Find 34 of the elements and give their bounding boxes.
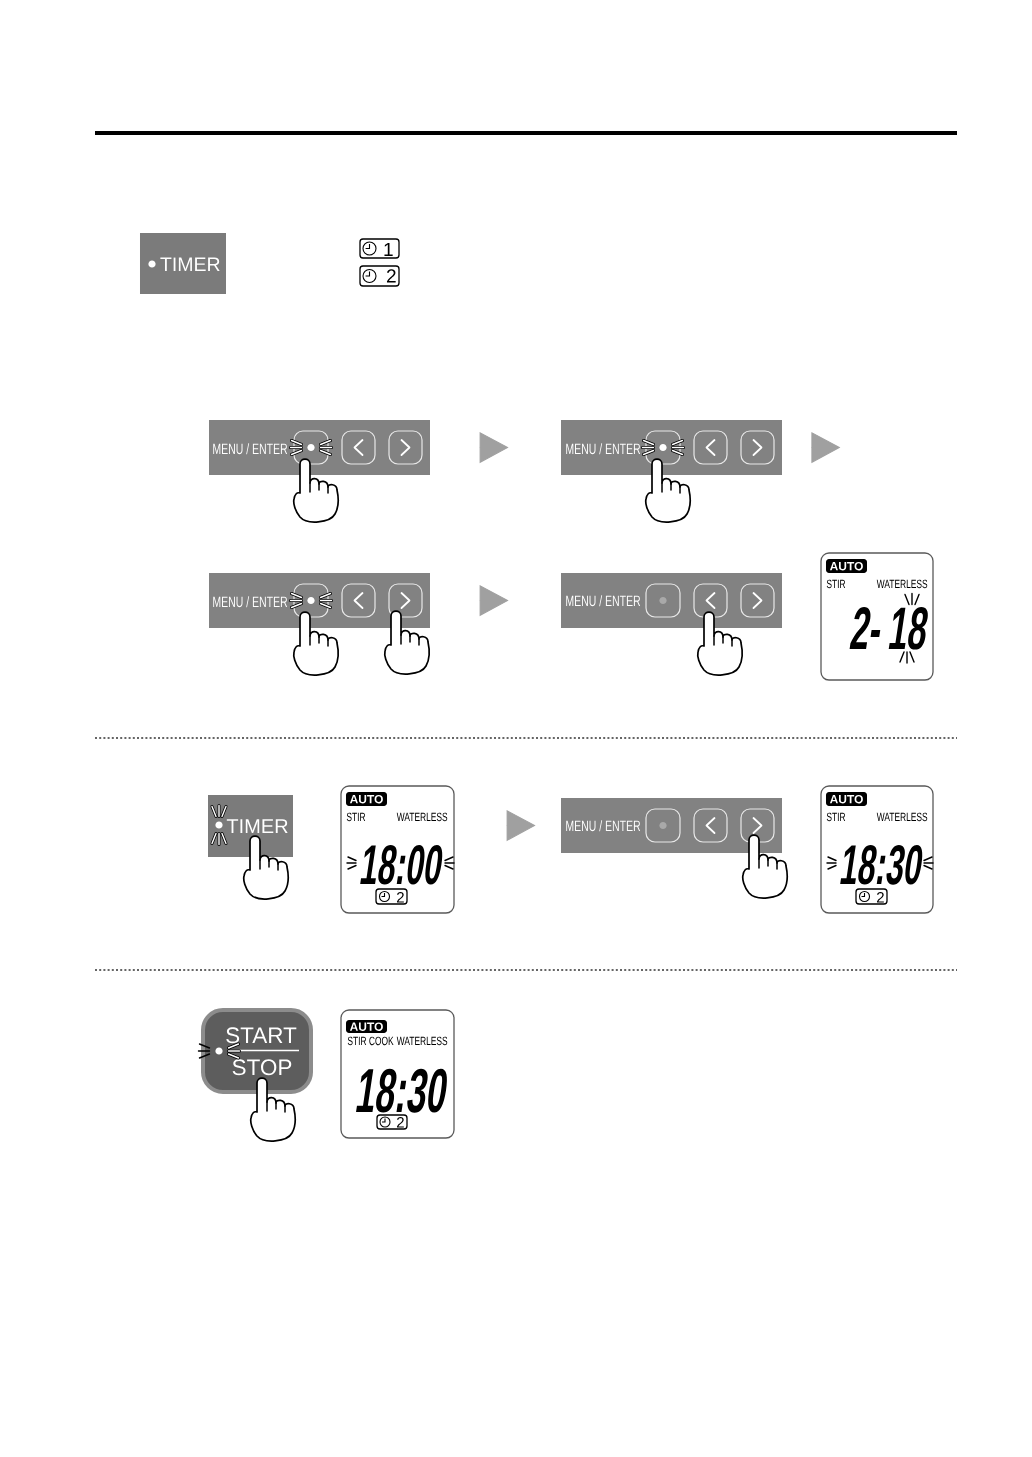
digit-readout: 18:30 [840,844,923,885]
step-arrow [479,432,509,463]
indicator-label: WATERLESS [396,812,448,822]
control-panel: MENU / ENTER [561,573,782,628]
timer-indicator: 2 [359,265,400,287]
digit-readout: 2- [849,607,881,649]
timer-button: TIMER [140,233,226,294]
control-panel: MENU / ENTER [209,573,430,628]
mode-badge: AUTO [826,792,867,806]
timer-indicator: 1 [359,238,400,259]
step-arrow [479,585,509,616]
start-stop-button: START STOP [201,1008,313,1094]
control-panel: MENU / ENTER [561,420,782,475]
indicator-label: WATERLESS [876,812,928,822]
digit-readout: 18:00 [360,844,443,885]
timer-indicator: 2 [375,888,408,905]
indicator-label: STIR [826,579,846,589]
indicator-label: STIR [346,812,366,822]
indicator-label: STIR [347,1036,367,1046]
mode-badge: AUTO [346,792,387,806]
mode-badge: AUTO [346,1020,387,1033]
control-panel: MENU / ENTER [209,420,430,475]
digit-readout: 18 [888,607,928,650]
step-arrow [506,810,536,841]
mode-badge: AUTO [826,559,867,573]
timer-button: TIMER [208,795,293,857]
control-panel: MENU / ENTER [561,798,782,853]
indicator-label: STIR [826,812,846,822]
indicator-label: WATERLESS [876,579,928,589]
indicator-label: COOK [369,1036,394,1046]
indicator-label: WATERLESS [396,1036,448,1046]
step-arrow [811,432,840,463]
digit-readout: 18:30 [356,1068,447,1113]
timer-indicator: 2 [855,888,888,905]
